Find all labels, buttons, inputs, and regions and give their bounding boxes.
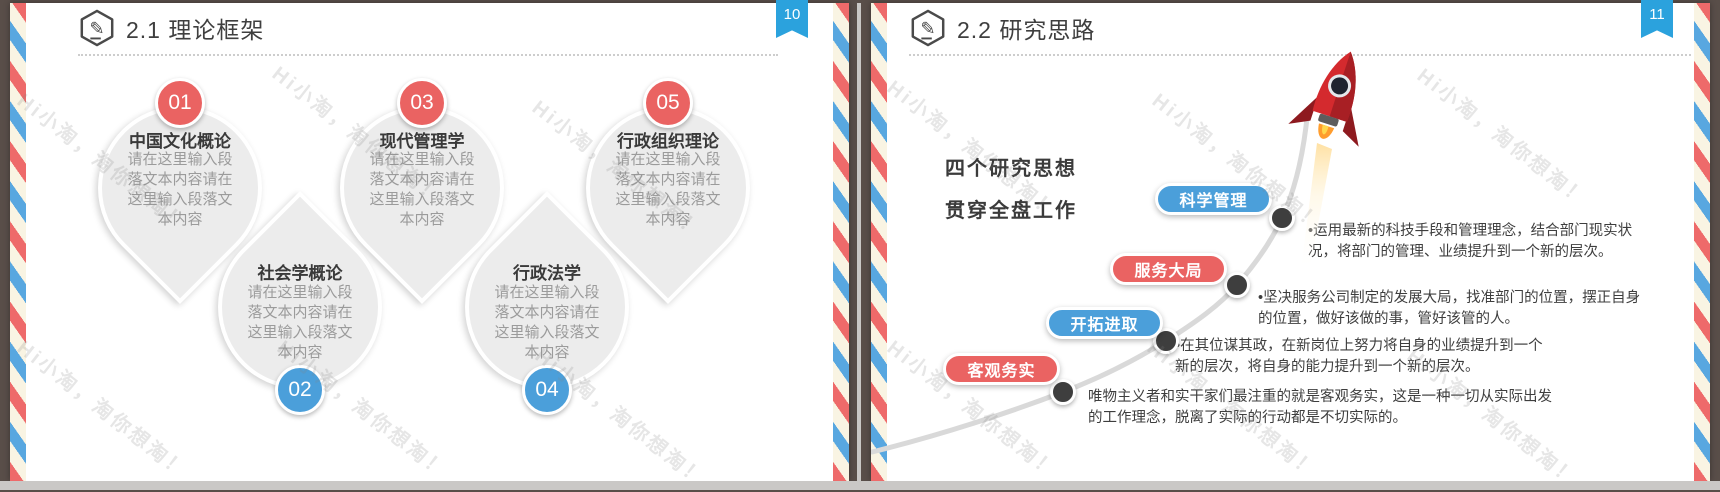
paragraph-science: •运用最新的科技手段和管理理念，结合部门现实状况，将部门的管理、业绩提升到一个新…: [1308, 223, 1633, 261]
item-number: 03: [397, 78, 447, 128]
item-body: 请在这里输入段落文本内容请在这里输入段落文本内容: [369, 151, 475, 228]
airmail-stripe-icon: [871, 3, 887, 481]
item-title: 行政法学: [513, 264, 581, 283]
item-body: 请在这里输入段落文本内容请在这里输入段落文本内容: [615, 151, 721, 228]
paragraph-service: •坚决服务公司制定的发展大局，找准部门的位置，摆正自身的位置，做好该做的事，管好…: [1258, 290, 1641, 328]
framework-item-02: 02 社会学概论 请在这里输入段落文本内容请在这里输入段落文本内容: [184, 3, 416, 481]
item-number: 05: [643, 78, 693, 128]
pill-keguanwushi: 客观务实: [943, 353, 1060, 385]
svg-text:✎: ✎: [89, 19, 104, 40]
airmail-stripe-icon: [10, 3, 26, 481]
airmail-stripe-icon: [1694, 3, 1710, 481]
slide-header: ✎ 2.2 研究思路: [909, 9, 1691, 56]
item-body: 请在这里输入段落文本内容请在这里输入段落文本内容: [127, 151, 233, 228]
slide-gap-divider: [857, 3, 861, 481]
curve-dot: [1050, 379, 1076, 405]
item-number: 02: [275, 365, 325, 415]
pill-kexueguanli: 科学管理: [1155, 183, 1272, 215]
slide-right[interactable]: ✎ 2.2 研究思路 11 四个研究思想 贯穿全盘工作: [871, 0, 1710, 481]
svg-text:✎: ✎: [920, 19, 935, 40]
bottom-bar: [0, 481, 1720, 490]
item-title: 行政组织理论: [617, 132, 719, 151]
item-title: 现代管理学: [379, 132, 465, 151]
framework-item-05: 05 行政组织理论 请在这里输入段落文本内容请在这里输入段落文本内容: [552, 3, 784, 481]
item-body: 请在这里输入段落文本内容请在这里输入段落文本内容: [494, 284, 600, 361]
item-title: 中国文化概论: [129, 132, 231, 151]
slide-title: 2.1 理论框架: [126, 17, 265, 43]
paragraph-pioneer: •在其位谋其政，在新岗位上努力将自身的业绩提升到一个新的层次，将自身的能力提升到…: [1175, 338, 1543, 376]
heading-line-1: 四个研究思想: [945, 158, 1077, 180]
curve-dot: [1153, 328, 1179, 354]
item-number: 04: [522, 365, 572, 415]
pill-fuwudaju: 服务大局: [1110, 253, 1227, 285]
pencil-hexagon-icon: ✎: [911, 9, 945, 47]
curve-dot: [1269, 205, 1295, 231]
section-heading: 四个研究思想 贯穿全盘工作: [945, 148, 1077, 232]
paragraph-pragmatic: 唯物主义者和实干家们最注重的就是客观务实，这是一种一切从实际出发的工作理念，脱离…: [1088, 389, 1552, 427]
curve-dot: [1224, 272, 1250, 298]
heading-line-2: 贯穿全盘工作: [945, 200, 1077, 222]
item-title: 社会学概论: [257, 264, 343, 283]
slide-title: 2.2 研究思路: [957, 17, 1096, 43]
pill-kaituojinqu: 开拓进取: [1046, 307, 1163, 339]
page-number-badge: 10: [776, 0, 808, 38]
slide-left[interactable]: ✎ 2.1 理论框架 10 01 中国文化概论 请在这里输入段落文本内容请在这里…: [10, 0, 849, 481]
framework-item-04: 04 行政法学 请在这里输入段落文本内容请在这里输入段落文本内容: [431, 3, 663, 481]
slide-header: ✎ 2.1 理论框架: [78, 9, 778, 56]
item-number: 01: [155, 78, 205, 128]
airmail-stripe-icon: [833, 3, 849, 481]
framework-item-01: 01 中国文化概论 请在这里输入段落文本内容请在这里输入段落文本内容: [64, 3, 296, 481]
pencil-hexagon-icon: ✎: [80, 9, 114, 47]
rocket-icon: [1288, 51, 1359, 273]
item-body: 请在这里输入段落文本内容请在这里输入段落文本内容: [247, 284, 353, 361]
framework-item-03: 03 现代管理学 请在这里输入段落文本内容请在这里输入段落文本内容: [306, 3, 538, 481]
